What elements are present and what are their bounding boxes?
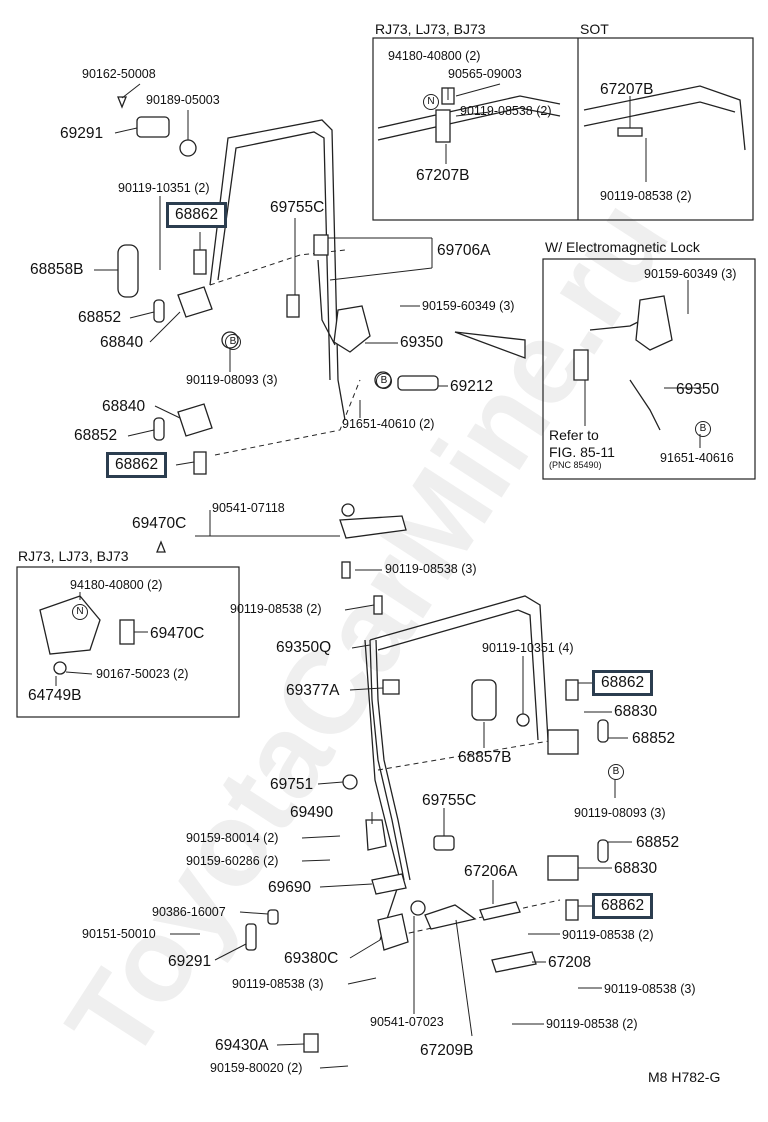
lower-door-frame: [364, 595, 561, 941]
part-label: 68852: [636, 834, 680, 851]
leader-lines: [55, 83, 702, 1069]
part-label: 69430A: [215, 1037, 269, 1054]
highlight-68862: 68862: [166, 202, 228, 228]
callout-n: N: [72, 604, 88, 620]
part-label: 69350: [400, 334, 444, 351]
part-label: 90119-08538 (2): [230, 602, 322, 616]
part-label: 69755C: [270, 199, 325, 216]
part-label: 94180-40800 (2): [70, 578, 163, 592]
part-label: 90386-16007: [152, 905, 226, 919]
inset-title-sot: SOT: [580, 21, 609, 37]
part-label: 94180-40800 (2): [388, 49, 481, 63]
part-label: 91651-40610 (2): [342, 417, 435, 431]
part-label: 68858B: [30, 261, 84, 278]
inset-box-rj73-lower: [16, 566, 240, 718]
lower-hardware: [156, 503, 609, 1053]
part-label: 90159-60349 (3): [422, 299, 515, 313]
inset-box-rj73-sot: [372, 37, 754, 221]
part-label: 90189-05003: [146, 93, 220, 107]
callout-b: B: [376, 373, 392, 389]
part-label: 90119-08093 (3): [574, 806, 666, 820]
part-label: 69350Q: [276, 639, 332, 656]
part-label: 69490: [290, 804, 334, 821]
part-label: 90119-08538 (3): [385, 562, 477, 576]
part-label: 67207B: [416, 167, 470, 184]
part-label: 68830: [614, 703, 658, 720]
refer-line-2: FIG. 85-11: [549, 444, 615, 460]
part-label: 69291: [60, 125, 104, 142]
callout-b: B: [608, 764, 624, 780]
part-label: 69212: [450, 378, 494, 395]
part-label: 90167-50023 (2): [96, 667, 189, 681]
part-label: 90119-08538 (2): [546, 1017, 638, 1031]
part-label: 68840: [102, 398, 146, 415]
inset-title-rj73-top: RJ73, LJ73, BJ73: [375, 21, 486, 37]
part-label: 68830: [614, 860, 658, 877]
part-label: 68852: [78, 309, 122, 326]
callout-b: B: [225, 334, 241, 350]
inset-title-rj73-bottom: RJ73, LJ73, BJ73: [18, 548, 129, 564]
highlight-68862: 68862: [592, 893, 654, 919]
part-label: 90119-08538 (2): [600, 189, 692, 203]
refer-line-3: (PNC 85490): [549, 460, 602, 470]
callout-n: N: [423, 94, 439, 110]
part-label: 67208: [548, 954, 592, 971]
part-label: 67209B: [420, 1042, 474, 1059]
highlight-68862: 68862: [106, 452, 168, 478]
part-label: 68840: [100, 334, 144, 351]
part-label: 69291: [168, 953, 212, 970]
part-label: 69470C: [132, 515, 187, 532]
upper-door-frame: [209, 119, 361, 456]
part-label: 90162-50008: [82, 67, 156, 81]
part-label: 91651-40616: [660, 451, 734, 465]
part-label: 67207B: [600, 81, 654, 98]
part-label: 90159-80020 (2): [210, 1061, 303, 1075]
callout-b: B: [695, 421, 711, 437]
part-label: 90541-07023: [370, 1015, 444, 1029]
part-label: 69470C: [150, 625, 205, 642]
part-label: 90119-08538 (2): [562, 928, 654, 942]
inset-title-em-lock: W/ Electromagnetic Lock: [545, 239, 700, 255]
part-label: 90151-50010: [82, 927, 156, 941]
part-label: 90119-10351 (2): [118, 181, 210, 195]
part-label: 69690: [268, 879, 312, 896]
refer-line-1: Refer to: [549, 427, 599, 443]
part-label: 69350: [676, 381, 720, 398]
part-label: 90159-80014 (2): [186, 831, 279, 845]
part-label: 90159-60286 (2): [186, 854, 279, 868]
part-label: 90541-07118: [212, 501, 285, 515]
part-label: 68857B: [458, 749, 512, 766]
figure-code: M8 H782-G: [648, 1069, 721, 1085]
part-label: 68852: [632, 730, 676, 747]
inset-box-em-lock: [542, 258, 756, 480]
part-label: 90565-09003: [448, 67, 522, 81]
part-label: 69751: [270, 776, 314, 793]
part-label: 90119-08538 (3): [604, 982, 696, 996]
part-label: 90119-10351 (4): [482, 641, 574, 655]
part-label: 90119-08093 (3): [186, 373, 278, 387]
part-label: 68852: [74, 427, 118, 444]
part-label: 69380C: [284, 950, 339, 967]
part-label: 69377A: [286, 682, 340, 699]
part-label: 69755C: [422, 792, 477, 809]
highlight-68862: 68862: [592, 670, 654, 696]
part-label: 90159-60349 (3): [644, 267, 737, 281]
part-label: 64749B: [28, 687, 82, 704]
part-label: 67206A: [464, 863, 518, 880]
part-label: 90119-08538 (3): [232, 977, 324, 991]
part-label: 69706A: [437, 242, 491, 259]
upper-hardware: [117, 96, 526, 475]
part-label: 90119-08538 (2): [460, 104, 552, 118]
